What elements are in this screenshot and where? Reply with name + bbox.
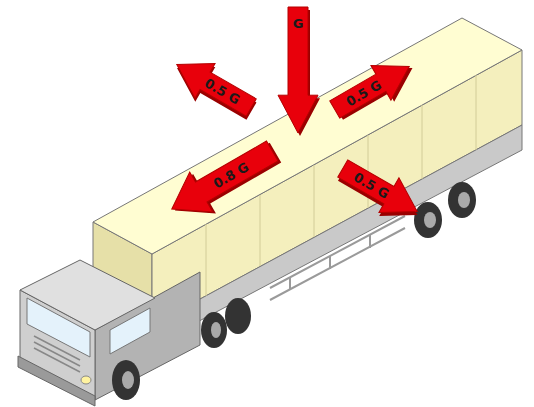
seam <box>476 75 477 150</box>
force-label: G <box>293 16 304 31</box>
force-arrow: G <box>278 7 318 133</box>
force-arrow: 0.5 G <box>167 47 261 125</box>
force-label-box: G <box>278 13 318 33</box>
seam <box>422 105 423 179</box>
arrow-body <box>333 151 427 229</box>
arrow-shadow <box>167 51 261 129</box>
seam <box>314 165 315 237</box>
side-window <box>110 308 150 354</box>
arrow-body <box>160 131 283 229</box>
grille-bar <box>34 336 80 360</box>
wheel-hub <box>424 212 436 228</box>
bumper <box>18 356 95 406</box>
wheel-hub <box>122 371 134 389</box>
grille-bar <box>34 342 80 366</box>
headlight <box>81 376 91 384</box>
trailer-lower-band <box>152 125 522 346</box>
force-label: 0.5 G <box>343 77 384 109</box>
rail <box>270 228 405 300</box>
cab <box>18 260 251 406</box>
arrow-body <box>325 49 419 127</box>
trailer-wheels <box>414 182 476 238</box>
force-label: 0.8 G <box>211 159 252 191</box>
rail <box>289 277 291 290</box>
wheel <box>225 298 251 334</box>
arrow-body <box>278 7 318 133</box>
rail <box>329 256 331 269</box>
wheel <box>112 360 140 400</box>
force-label: 0.5 G <box>202 75 243 107</box>
wheel-hub <box>458 192 470 208</box>
force-label: 0.5 G <box>351 169 392 201</box>
seam <box>260 195 261 266</box>
seam <box>206 224 207 296</box>
wheel-hub <box>211 322 221 338</box>
side-rail <box>270 216 405 300</box>
arrow-body <box>167 47 261 125</box>
wheel <box>201 312 227 348</box>
wheel <box>414 202 442 238</box>
grille <box>34 336 80 372</box>
wheel <box>448 182 476 218</box>
rail <box>369 235 371 248</box>
